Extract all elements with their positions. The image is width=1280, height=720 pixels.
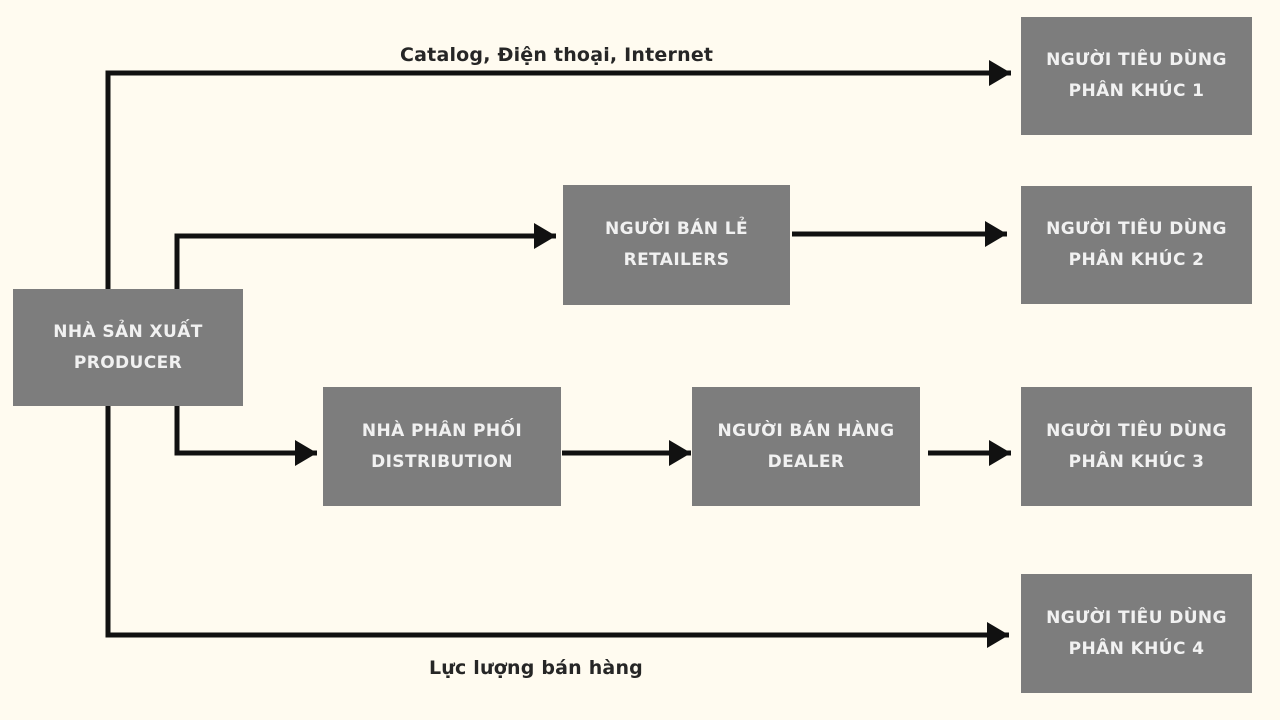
edge-label-catalog-channel: Catalog, Điện thoại, Internet xyxy=(400,44,714,66)
node-distribution-line1: NHÀ PHÂN PHỐI xyxy=(361,420,523,441)
node-distribution: NHÀ PHÂN PHỐI DISTRIBUTION xyxy=(323,387,561,506)
node-segment1-line1: NGƯỜI TIÊU DÙNG xyxy=(1046,50,1227,70)
node-consumer-segment-4: NGƯỜI TIÊU DÙNG PHÂN KHÚC 4 xyxy=(1021,574,1252,693)
node-dealer-line2: DEALER xyxy=(767,451,845,472)
node-producer-line2: PRODUCER xyxy=(73,352,183,373)
node-segment2-line1: NGƯỜI TIÊU DÙNG xyxy=(1046,219,1227,239)
node-segment3-line1: NGƯỜI TIÊU DÙNG xyxy=(1046,420,1227,441)
node-segment4-line2: PHÂN KHÚC 4 xyxy=(1068,638,1205,659)
node-segment3-line2: PHÂN KHÚC 3 xyxy=(1068,451,1205,472)
node-retailers-line2: RETAILERS xyxy=(623,250,730,270)
node-retailers-line1: NGƯỜI BÁN LẺ xyxy=(605,219,748,239)
arrow-producer-to-retailers xyxy=(174,223,556,291)
node-consumer-segment-2: NGƯỜI TIÊU DÙNG PHÂN KHÚC 2 xyxy=(1021,186,1252,304)
arrow-producer-to-segment1 xyxy=(105,60,1011,291)
node-distribution-line2: DISTRIBUTION xyxy=(371,451,513,472)
node-retailers: NGƯỜI BÁN LẺ RETAILERS xyxy=(563,185,790,305)
node-dealer: NGƯỜI BÁN HÀNG DEALER xyxy=(692,387,920,506)
node-consumer-segment-1: NGƯỜI TIÊU DÙNG PHÂN KHÚC 1 xyxy=(1021,17,1252,135)
edge-label-sales-force: Lực lượng bán hàng xyxy=(429,657,643,679)
node-segment1-line2: PHÂN KHÚC 1 xyxy=(1068,81,1205,101)
node-producer: NHÀ SẢN XUẤT PRODUCER xyxy=(13,289,243,406)
node-segment2-line2: PHÂN KHÚC 2 xyxy=(1068,250,1205,270)
arrow-producer-to-segment4 xyxy=(105,404,1009,648)
node-consumer-segment-3: NGƯỜI TIÊU DÙNG PHÂN KHÚC 3 xyxy=(1021,387,1252,506)
node-dealer-line1: NGƯỜI BÁN HÀNG xyxy=(717,420,895,441)
node-producer-line1: NHÀ SẢN XUẤT xyxy=(53,321,203,342)
arrow-producer-to-distribution xyxy=(174,404,317,466)
node-segment4-line1: NGƯỜI TIÊU DÙNG xyxy=(1046,607,1227,628)
